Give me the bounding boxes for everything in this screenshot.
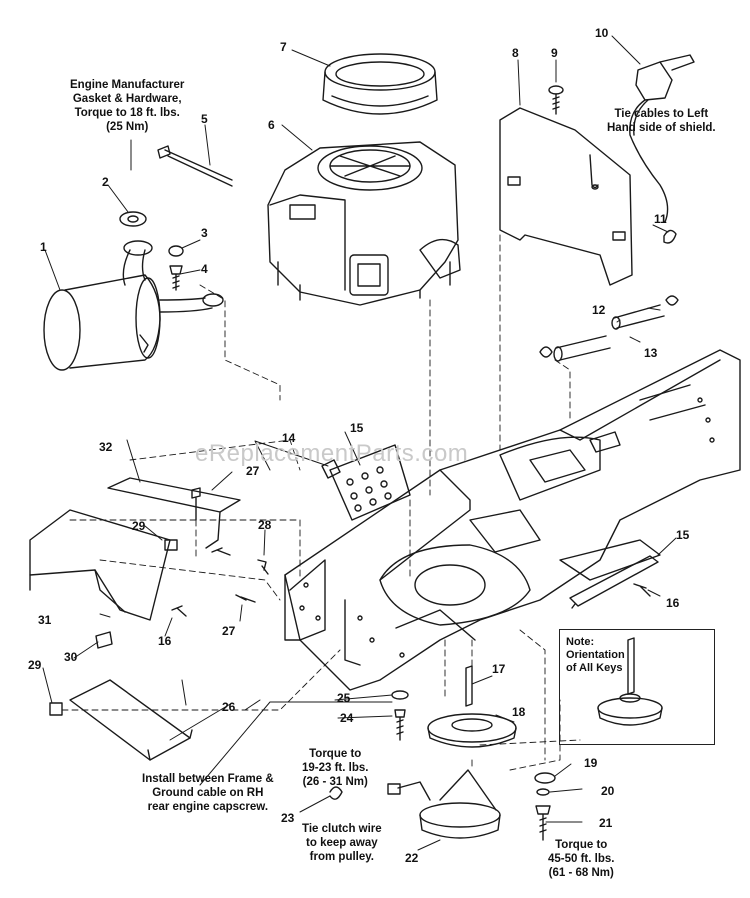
- clutch-bolt: [536, 806, 550, 840]
- assembly-dash-lines: [62, 235, 580, 770]
- key: [466, 666, 472, 706]
- callout-21: 21: [599, 816, 613, 830]
- shield-cover: [30, 510, 170, 620]
- callout-5: 5: [201, 112, 208, 126]
- callout-16b: 16: [666, 596, 680, 610]
- bracket-bolt: [192, 488, 200, 520]
- callout-29a: 29: [132, 519, 146, 533]
- air-cleaner-cover: [323, 54, 437, 114]
- callout-27b: 27: [222, 624, 236, 638]
- note-torque-clutch: Torque to 45-50 ft. lbs. (61 - 68 Nm): [548, 839, 615, 879]
- heat-shield: [500, 108, 632, 285]
- ground-plate: [70, 680, 192, 760]
- callout-20: 20: [601, 784, 615, 798]
- callout-13: 13: [644, 346, 658, 360]
- bolt-16: [172, 606, 186, 616]
- callout-16a: 16: [158, 634, 172, 648]
- key-orientation-illustration: [598, 638, 662, 725]
- side-plate: [570, 556, 658, 608]
- electric-clutch: [388, 770, 500, 838]
- callout-26: 26: [222, 700, 236, 714]
- callout-9: 9: [551, 46, 558, 60]
- note-torque-pulley: Torque to 19-23 ft. lbs. (26 - 31 Nm): [302, 748, 369, 788]
- clip-nut-lower: [96, 632, 112, 648]
- callout-28: 28: [258, 518, 272, 532]
- bolt-28: [258, 560, 268, 574]
- callout-2: 2: [102, 175, 109, 189]
- callout-10: 10: [595, 26, 609, 40]
- leader-lines: [43, 36, 676, 850]
- pulley-washer: [392, 691, 408, 699]
- note-engine-manufacturer: Engine Manufacturer Gasket & Hardware, T…: [70, 79, 185, 133]
- muffler: [44, 241, 223, 370]
- tractor-frame: [285, 350, 740, 690]
- callout-32: 32: [99, 440, 113, 454]
- note-tie-cables: Tie cables to Left Hand side of shield.: [607, 108, 716, 134]
- note-keys-orientation: Note: Orientation of All Keys: [566, 636, 625, 674]
- clip-nut: [322, 460, 340, 478]
- callout-3: 3: [201, 226, 208, 240]
- callout-4: 4: [201, 262, 208, 276]
- drive-pulley: [428, 714, 516, 747]
- callout-25: 25: [337, 691, 351, 705]
- callout-1: 1: [40, 240, 47, 254]
- callout-24: 24: [340, 711, 354, 725]
- dipstick-tube: [158, 146, 232, 186]
- callout-7: 7: [280, 40, 287, 54]
- cage-nut-lower: [50, 703, 62, 715]
- callout-17: 17: [492, 662, 506, 676]
- callout-12: 12: [592, 303, 606, 317]
- key-orientation-note-box: Note: Orientation of All Keys: [559, 629, 715, 745]
- callout-23: 23: [281, 811, 295, 825]
- exhaust-bolt: [170, 266, 182, 290]
- side-plate-bolt: [634, 584, 650, 596]
- cage-nut: [165, 540, 177, 550]
- exhaust-gasket: [120, 212, 146, 226]
- bracket: [108, 478, 240, 548]
- watermark: eReplacementParts.com: [195, 440, 469, 467]
- callout-27a: 27: [246, 464, 260, 478]
- bolt-27a: [212, 548, 230, 555]
- engine: [268, 142, 460, 305]
- callout-29b: 29: [28, 658, 42, 672]
- lock-washer-clutch: [537, 789, 549, 795]
- cable-connector: [630, 55, 694, 222]
- callout-15a: 15: [350, 421, 364, 435]
- note-tie-clutch: Tie clutch wire to keep away from pulley…: [302, 823, 382, 863]
- callout-22: 22: [405, 851, 419, 865]
- clutch-washer: [535, 773, 555, 783]
- callout-30: 30: [64, 650, 78, 664]
- callout-6: 6: [268, 118, 275, 132]
- mounting-plate: [330, 445, 410, 520]
- callout-18: 18: [512, 705, 526, 719]
- hose: [554, 305, 664, 361]
- note-install-between: Install between Frame & Ground cable on …: [142, 773, 274, 813]
- bolt-27b: [236, 595, 255, 602]
- wire-clip: [330, 787, 342, 799]
- pulley-bolt: [395, 710, 405, 740]
- callout-31: 31: [38, 613, 52, 627]
- callout-19: 19: [584, 756, 598, 770]
- lock-washer: [169, 246, 183, 256]
- shield-screw: [549, 86, 563, 114]
- cable-tie: [664, 230, 676, 243]
- callout-15b: 15: [676, 528, 690, 542]
- callout-11: 11: [654, 212, 667, 226]
- callout-8: 8: [512, 46, 519, 60]
- callout-14: 14: [282, 431, 296, 445]
- hose-clamp: [540, 296, 678, 357]
